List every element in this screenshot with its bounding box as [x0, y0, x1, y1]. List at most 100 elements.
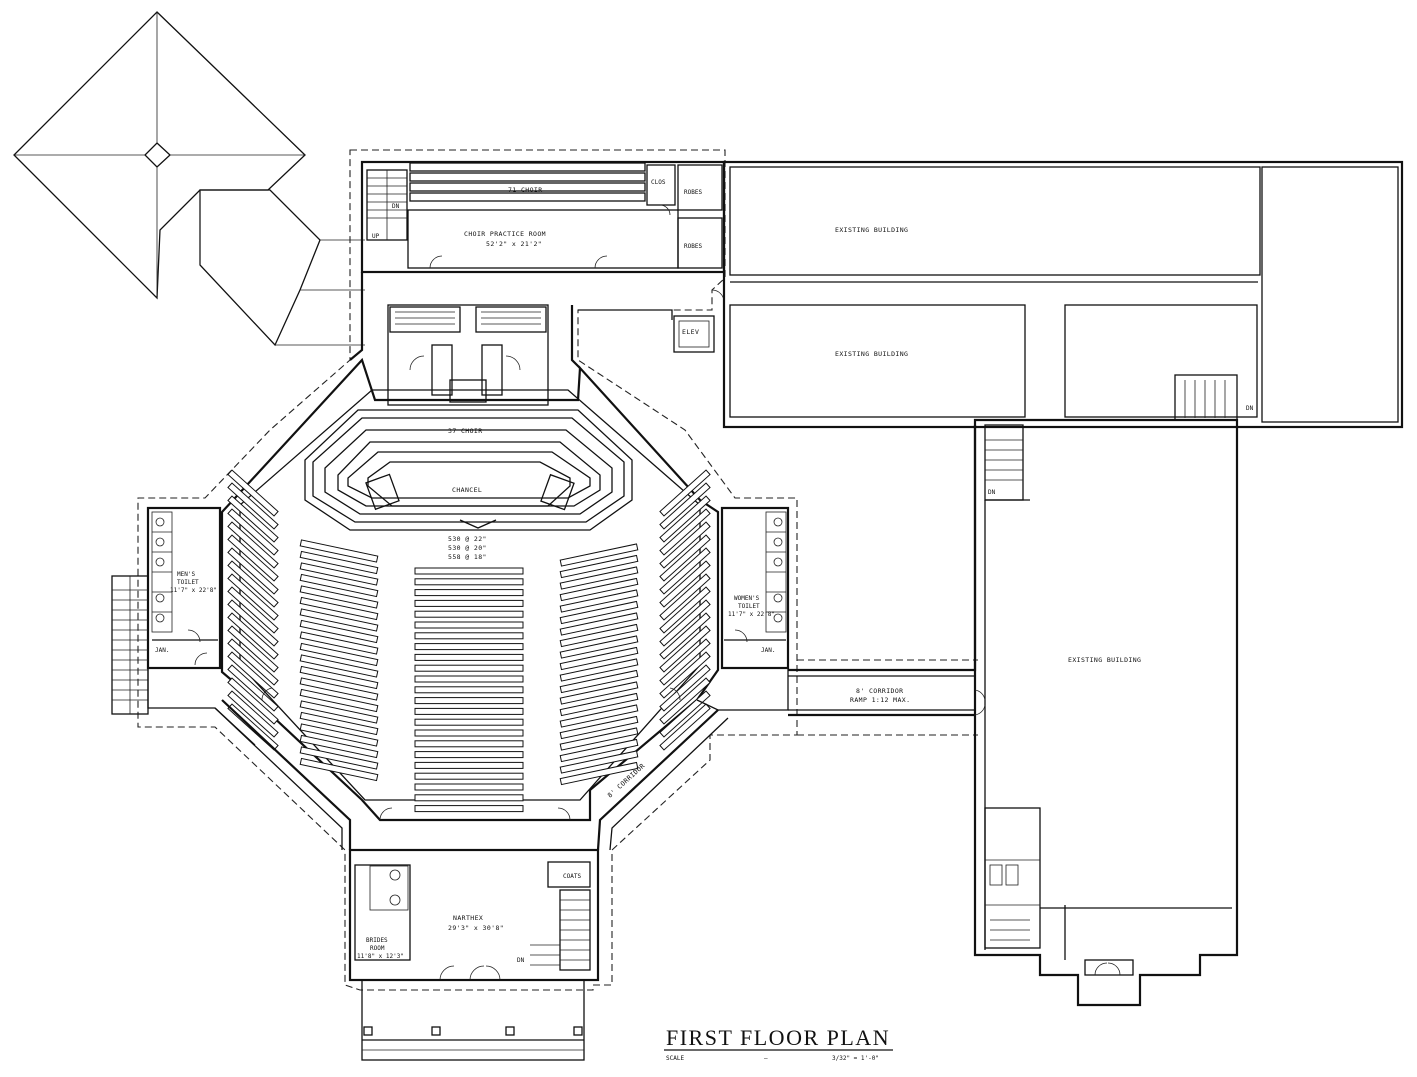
seating-count-2: 530 @ 20": [448, 544, 487, 552]
pew-far-left-row: [227, 586, 279, 634]
down-label-east: DN: [988, 489, 996, 496]
pew-far-left-row: [227, 560, 279, 608]
pew-far-right-row: [659, 573, 711, 621]
pew-far-right-row: [659, 547, 711, 595]
janitor-label-1: JAN.: [155, 647, 169, 654]
pew-center-row: [414, 599, 524, 607]
plan-title: FIRST FLOOR PLAN: [666, 1025, 890, 1050]
pew-far-right-row: [659, 664, 711, 712]
pew-far-left-row: [227, 573, 279, 621]
pew-far-left-row: [227, 482, 279, 530]
pew-center-row: [414, 697, 524, 705]
pew-far-right-row: [659, 521, 711, 569]
pew-center-row: [414, 675, 524, 683]
pew-center-row: [414, 610, 524, 618]
pew-left-row: [299, 677, 379, 701]
narthex-dim: 29'3" x 30'8": [448, 924, 504, 932]
ramp-label: RAMP 1:12 MAX.: [850, 696, 910, 704]
pew-center-row: [414, 632, 524, 640]
womens-toilet-dim: 11'7" x 22'8": [728, 611, 775, 618]
pew-right-row: [559, 543, 639, 567]
pew-right-row: [559, 623, 639, 648]
choir-practice-room-label: CHOIR PRACTICE ROOM: [464, 230, 546, 238]
mens-toilet-label-2: TOILET: [177, 579, 199, 586]
pew-left-row: [299, 688, 379, 713]
pew-left-row: [299, 596, 379, 621]
pew-center-row: [414, 718, 524, 726]
choir-front-label: 37 CHOIR: [448, 427, 483, 435]
pew-right-row: [559, 577, 639, 602]
down-label-choir-stair: DN: [392, 203, 400, 210]
seating-count-3: 558 @ 18": [448, 553, 487, 561]
pew-left-row: [299, 642, 379, 667]
mens-toilet-dim: 11'7" x 22'8": [170, 587, 217, 594]
pew-center-row: [414, 805, 524, 813]
pew-center-row: [414, 653, 524, 661]
pew-right-row: [559, 669, 639, 694]
north-core: [349, 272, 725, 406]
pew-left-row: [299, 654, 379, 678]
pew-left-row: [299, 700, 379, 724]
closet-label: CLOS: [651, 179, 666, 186]
pew-center-row: [414, 740, 524, 748]
pew-center-row: [414, 578, 524, 586]
pew-far-left-row: [227, 677, 279, 725]
pews-far-right: [659, 469, 711, 751]
pew-far-right-row: [659, 508, 711, 556]
pew-center-row: [414, 664, 524, 672]
pew-far-right-row: [659, 560, 711, 608]
pews-far-left: [227, 469, 279, 751]
pew-left-row: [299, 711, 379, 736]
pew-center-row: [414, 783, 524, 791]
pew-center-row: [414, 729, 524, 737]
pew-far-right-row: [659, 638, 711, 686]
pew-far-left-row: [227, 625, 279, 673]
pew-right-row: [559, 554, 639, 579]
robes-label-2: ROBES: [684, 243, 702, 250]
pew-right-row: [559, 635, 639, 659]
brides-room-label: BRIDES: [366, 937, 388, 944]
pew-right-row: [559, 589, 639, 613]
up-label-choir-stair: UP: [372, 233, 380, 240]
down-label-narthex: DN: [517, 957, 525, 964]
scale-label: SCALE: [666, 1055, 684, 1062]
pew-far-left-row: [227, 651, 279, 699]
pew-far-left-row: [227, 521, 279, 569]
narthex-label: NARTHEX: [453, 914, 483, 922]
pew-center-row: [414, 621, 524, 629]
pew-left-row: [299, 550, 379, 575]
seating-count-1: 530 @ 22": [448, 535, 487, 543]
scale-dash: —: [764, 1055, 768, 1062]
existing-building-label-1: EXISTING BUILDING: [835, 226, 908, 234]
pews-center: [414, 567, 524, 813]
pew-center-row: [414, 643, 524, 651]
pew-far-left-row: [227, 547, 279, 595]
pew-far-left-row: [227, 612, 279, 660]
corridors: [214, 425, 978, 851]
pew-left-row: [299, 734, 379, 759]
pew-center-row: [414, 772, 524, 780]
pew-left-row: [299, 585, 379, 609]
pew-left-row: [299, 757, 379, 782]
pew-left-row: [299, 608, 379, 632]
pew-left-row: [299, 539, 379, 563]
corridor-label: 8' CORRIDOR: [856, 687, 903, 695]
pew-far-left-row: [227, 690, 279, 738]
pew-far-right-row: [659, 677, 711, 725]
pew-right-row: [559, 727, 639, 751]
pew-far-left-row: [227, 534, 279, 582]
pew-far-right-row: [659, 469, 711, 517]
pew-center-row: [414, 761, 524, 769]
pew-right-row: [559, 566, 639, 590]
pew-far-right-row: [659, 495, 711, 543]
down-label-ne-stair: DN: [1246, 405, 1254, 412]
pew-left-row: [299, 562, 379, 586]
pew-far-left-row: [227, 638, 279, 686]
chancel: [304, 409, 633, 531]
robes-label-1: ROBES: [684, 189, 702, 196]
womens-toilet-label: WOMEN'S: [734, 595, 760, 602]
existing-buildings: [722, 160, 1404, 1007]
pew-right-row: [559, 750, 639, 774]
pew-far-left-row: [227, 469, 279, 517]
